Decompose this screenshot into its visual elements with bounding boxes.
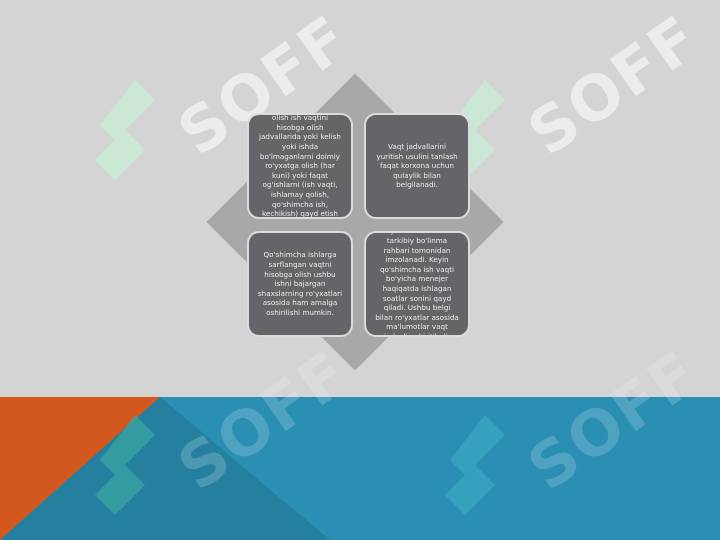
diagram-box-top-left: Ish vaqtidan foydalanishni hisobga olish… bbox=[247, 113, 353, 219]
bottom-orange-triangle bbox=[0, 397, 330, 540]
watermark-logo-icon bbox=[445, 415, 505, 515]
box-text: Ish vaqtidan foydalanishni hisobga olish… bbox=[259, 113, 341, 219]
box-text: Ro'yxatlar tuziladi va tarkibiy bo'linma… bbox=[375, 233, 459, 337]
box-text: Qo'shimcha ishlarga sarflangan vaqtni hi… bbox=[257, 250, 343, 317]
watermark-logo-icon bbox=[95, 80, 155, 180]
watermark-logo-icon bbox=[95, 415, 155, 515]
diagram-box-top-right: Vaqt jadvallarini yuritish usulini tanla… bbox=[364, 113, 470, 219]
box-text: Vaqt jadvallarini yuritish usulini tanla… bbox=[376, 142, 458, 190]
diagram-box-bottom-right: Ro'yxatlar tuziladi va tarkibiy bo'linma… bbox=[364, 231, 470, 337]
diagram-box-bottom-left: Qo'shimcha ishlarga sarflangan vaqtni hi… bbox=[247, 231, 353, 337]
watermark-text: SOFF bbox=[515, 0, 713, 170]
